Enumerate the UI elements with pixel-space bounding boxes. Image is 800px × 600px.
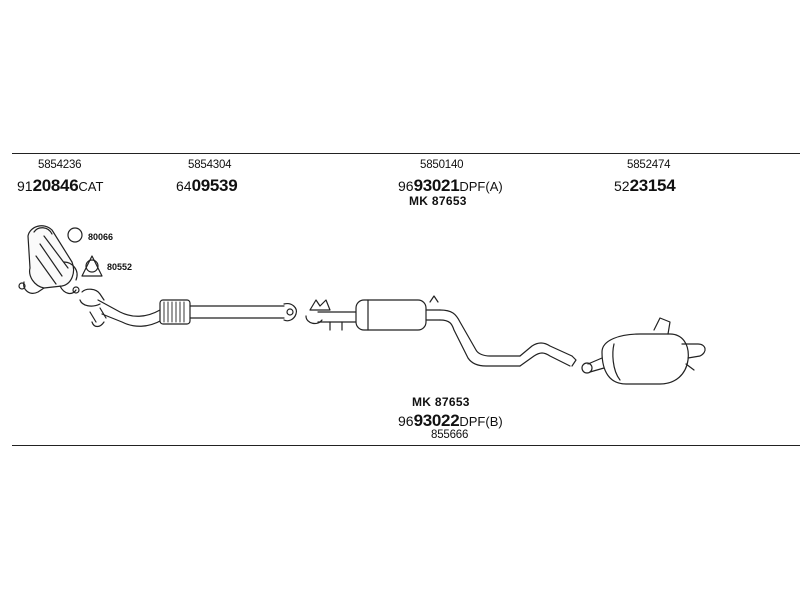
oe-number-front-pipe: 5854304 bbox=[188, 159, 232, 171]
part-number-front-pipe: 6409539 bbox=[176, 176, 238, 195]
oe-number-catalyst: 5854236 bbox=[38, 159, 82, 171]
gasket-part-code: 80066 bbox=[88, 232, 114, 242]
bottom-divider-line bbox=[12, 445, 800, 446]
oe-number-dpf-a: 5850140 bbox=[420, 159, 464, 171]
part-number-rear-silencer: 5223154 bbox=[614, 176, 676, 195]
part-number-dpf-a: 9693021DPF(A) bbox=[398, 176, 503, 195]
top-divider-line bbox=[12, 153, 800, 154]
clamp-part-code: 80552 bbox=[107, 262, 133, 272]
mounting-kit-top: MK 87653 bbox=[409, 194, 467, 208]
clamp-drawing bbox=[81, 255, 103, 277]
part-number-catalyst: 9120846CAT bbox=[17, 176, 104, 195]
oe-number-rear-silencer: 5852474 bbox=[627, 159, 671, 171]
gasket-ring-drawing bbox=[67, 227, 83, 243]
part-number-dpf-b: 9693022DPF(B) bbox=[398, 411, 503, 430]
front-pipe-drawing bbox=[79, 288, 297, 328]
rear-silencer-drawing bbox=[581, 317, 706, 385]
oe-number-bottom: 855666 bbox=[431, 429, 469, 441]
catalytic-converter-drawing bbox=[18, 225, 80, 295]
mounting-kit-bottom: MK 87653 bbox=[412, 395, 470, 409]
middle-section-drawing bbox=[305, 295, 577, 367]
